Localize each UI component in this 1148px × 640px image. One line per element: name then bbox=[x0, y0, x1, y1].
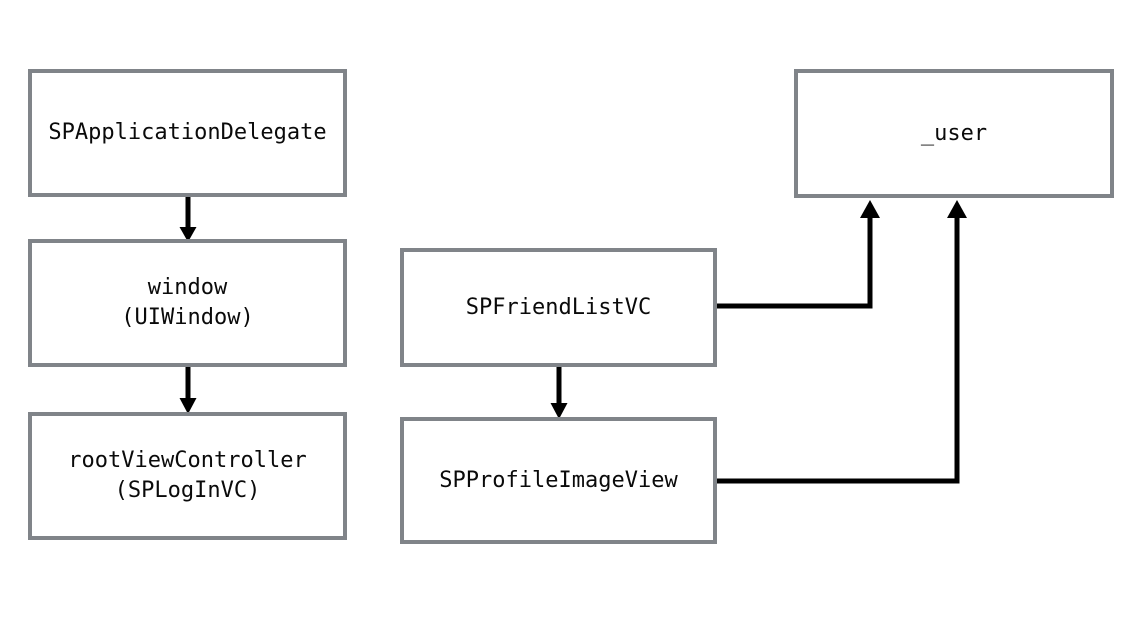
node-spapplicationdelegate[interactable]: SPApplicationDelegate bbox=[28, 69, 347, 197]
edge-delegate-to-window bbox=[179, 197, 197, 242]
edge-window-to-rootviewcontroller bbox=[179, 367, 197, 414]
node-label-user: _user bbox=[920, 120, 988, 146]
node-label-window: window (UIWindow) bbox=[121, 275, 254, 330]
node-user[interactable]: _user bbox=[794, 69, 1114, 198]
node-label-spfriendlistvc: SPFriendListVC bbox=[465, 294, 652, 320]
node-window[interactable]: window (UIWindow) bbox=[28, 239, 347, 367]
node-rootviewcontroller[interactable]: rootViewController (SPLogInVC) bbox=[28, 412, 347, 540]
node-spprofileimageview[interactable]: SPProfileImageView bbox=[400, 417, 717, 544]
node-spfriendlistvc[interactable]: SPFriendListVC bbox=[400, 248, 717, 367]
edge-friendlist-to-profileimageview bbox=[550, 367, 568, 419]
edge-profileimageview-to-user bbox=[717, 200, 967, 484]
node-label-spapplicationdelegate: SPApplicationDelegate bbox=[48, 120, 327, 145]
node-label-spprofileimageview: SPProfileImageView bbox=[439, 467, 678, 493]
edge-friendlist-to-user bbox=[717, 200, 880, 309]
node-label-rootviewcontroller: rootViewController (SPLogInVC) bbox=[68, 448, 307, 503]
